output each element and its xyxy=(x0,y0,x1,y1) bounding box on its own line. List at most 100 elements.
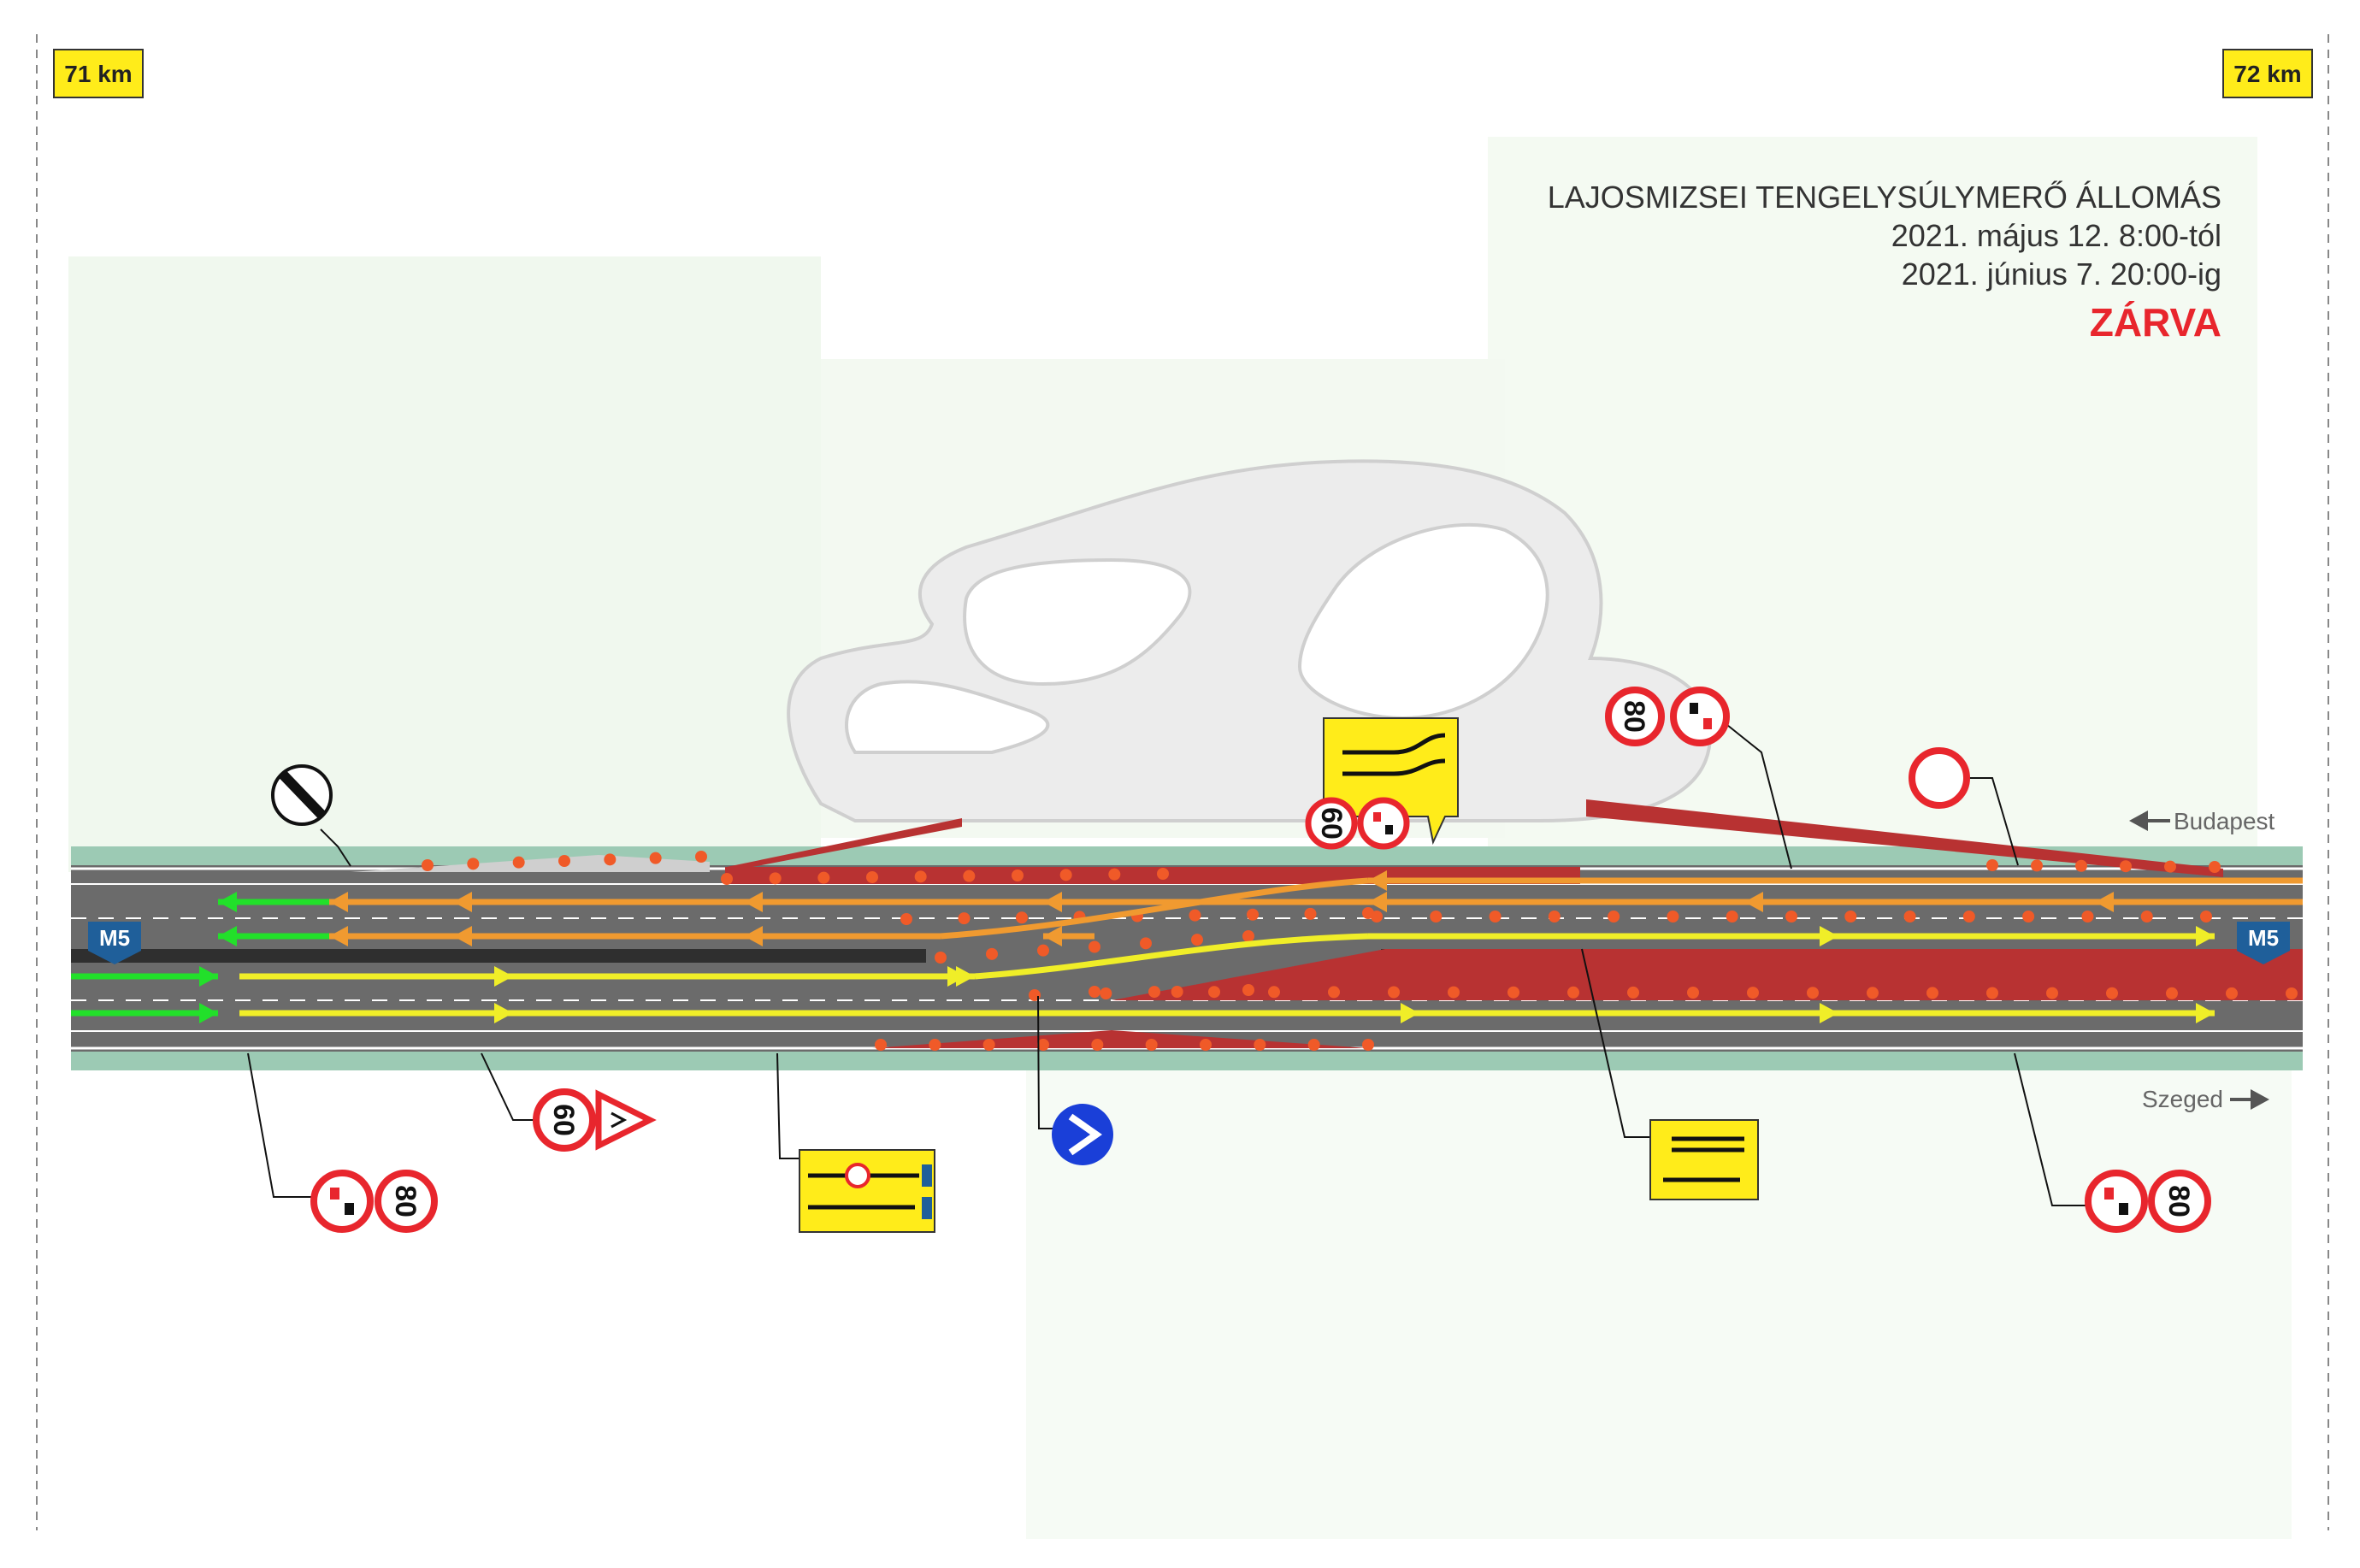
traffic-cone xyxy=(1371,911,1383,923)
no-entry-icon xyxy=(1909,747,1970,809)
traffic-cone xyxy=(1059,869,1072,881)
traffic-cone xyxy=(512,856,525,869)
traffic-cone xyxy=(1242,930,1254,942)
traffic-cone xyxy=(1548,911,1561,923)
lane-arrow xyxy=(453,926,504,946)
notice-from: 2021. május 12. 8:00-tól xyxy=(1891,218,2221,253)
traffic-cone xyxy=(1986,859,1998,871)
lane-arrow xyxy=(329,892,2303,912)
lane-closure-icon xyxy=(808,1163,932,1219)
traffic-cone xyxy=(875,1039,887,1051)
traffic-cone xyxy=(2286,987,2298,999)
traffic-cone xyxy=(604,853,617,866)
speed-limit-60-label-a: 60 xyxy=(547,1104,580,1136)
traffic-cone xyxy=(958,912,971,925)
traffic-cone xyxy=(695,851,707,863)
no-overtaking-trucks-icon xyxy=(330,1188,354,1215)
lane-arrow xyxy=(1368,892,1419,912)
traffic-cone xyxy=(721,873,733,885)
lane-arrow xyxy=(1043,892,1094,912)
traffic-cone xyxy=(1507,986,1519,999)
m5-shield-right: M5 xyxy=(2237,922,2290,964)
traffic-cone xyxy=(1867,987,1879,999)
traffic-cone xyxy=(1208,986,1220,999)
traffic-cone xyxy=(2200,911,2212,923)
traffic-cone xyxy=(1448,986,1460,999)
notice-to: 2021. június 7. 20:00-ig xyxy=(1902,256,2221,292)
lane-arrow xyxy=(1368,1003,1419,1023)
traffic-cone xyxy=(1627,986,1639,999)
sign-no-entry xyxy=(1909,747,1970,809)
shoulder-bottom xyxy=(71,1052,2303,1070)
traffic-cone xyxy=(1962,911,1975,923)
sign-contraflow-yellow xyxy=(1649,1119,1759,1200)
traffic-cone xyxy=(1012,869,1024,881)
notice-title: LAJOSMIZSEI TENGELYSÚLYMERŐ ÁLLOMÁS xyxy=(1548,180,2221,215)
traffic-cone xyxy=(1268,986,1280,999)
traffic-cone xyxy=(422,859,434,871)
traffic-cone xyxy=(1016,911,1028,924)
traffic-cone xyxy=(1608,911,1620,923)
lane-arrow xyxy=(218,892,329,912)
lane-arrow xyxy=(1043,926,1094,946)
traffic-cone xyxy=(1903,911,1916,923)
km-marker-left: 71 km xyxy=(53,49,144,98)
lane-arrow xyxy=(1787,926,1838,946)
traffic-cone xyxy=(1430,911,1443,923)
traffic-cone xyxy=(2140,911,2153,923)
lane-arrow xyxy=(218,926,329,946)
weigh-station-area xyxy=(787,459,1713,822)
sign-60-narrow-south: 60 xyxy=(533,1088,657,1152)
lane-shift-path xyxy=(974,933,1369,980)
lane-arrow xyxy=(239,1003,2215,1023)
traffic-cone xyxy=(2166,987,2178,999)
direction-south: Szeged xyxy=(2142,1086,2269,1112)
traffic-cone xyxy=(935,952,947,964)
traffic-cone xyxy=(1926,987,1938,999)
km-marker-right-label: 72 km xyxy=(2233,61,2301,87)
traffic-cone xyxy=(1189,909,1201,922)
traffic-cone xyxy=(1108,868,1121,881)
traffic-cone xyxy=(1140,937,1152,950)
km-marker-left-label: 71 km xyxy=(64,61,132,87)
traffic-cone xyxy=(2075,859,2087,872)
traffic-cone xyxy=(1986,987,1998,999)
traffic-cone xyxy=(1362,1039,1374,1051)
traffic-cones xyxy=(422,851,2298,1051)
lane-arrow xyxy=(462,966,513,987)
traffic-cone xyxy=(1191,934,1203,946)
traffic-cone xyxy=(1844,911,1857,923)
road-narrows-icon xyxy=(595,1089,657,1151)
lane-arrow xyxy=(71,1003,218,1023)
traffic-cone xyxy=(2209,861,2221,873)
traffic-cone xyxy=(1157,868,1169,880)
traffic-cone xyxy=(1489,911,1502,923)
traffic-cone xyxy=(1089,940,1100,953)
traffic-cone xyxy=(1037,1039,1049,1051)
lane-arrow xyxy=(915,966,966,987)
traffic-cone xyxy=(900,913,912,925)
m5-shield-left-label: M5 xyxy=(99,925,130,951)
traffic-cone xyxy=(963,869,976,882)
lane-arrow xyxy=(2095,892,2146,912)
traffic-cone xyxy=(2164,860,2176,873)
traffic-cone xyxy=(2120,860,2132,873)
traffic-cone xyxy=(1304,907,1317,920)
direction-north-label: Budapest xyxy=(2174,808,2275,834)
traffic-cone xyxy=(1100,987,1112,999)
traffic-cone xyxy=(1171,986,1183,998)
traffic-cone xyxy=(1785,911,1797,923)
traffic-cone xyxy=(1148,986,1160,999)
contraflow-icon xyxy=(1663,1136,1744,1182)
traffic-cone xyxy=(2031,859,2043,872)
closure-notice: LAJOSMIZSEI TENGELYSÚLYMERŐ ÁLLOMÁS 2021… xyxy=(1548,180,2221,345)
lane-arrow xyxy=(744,926,795,946)
traffic-cone xyxy=(1747,987,1759,999)
lane-shift-icon xyxy=(1342,733,1446,776)
traffic-cone xyxy=(1567,986,1579,999)
traffic-cone xyxy=(1726,911,1738,923)
lane-arrow xyxy=(329,926,941,946)
km-marker-right: 72 km xyxy=(2222,49,2313,98)
traffic-cone xyxy=(1307,1039,1320,1051)
